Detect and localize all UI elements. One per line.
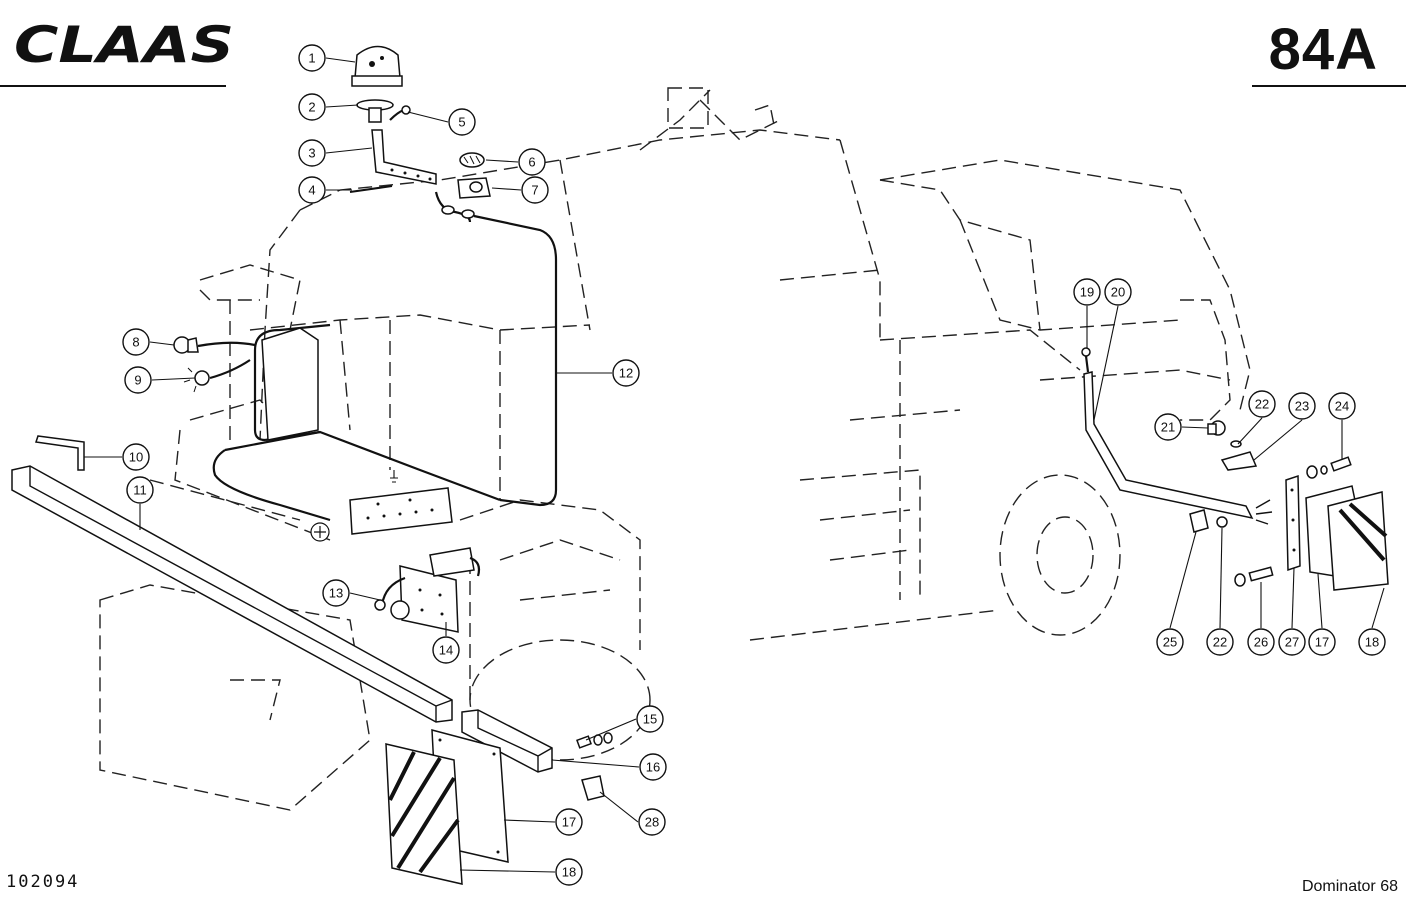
svg-text:22: 22 (1255, 397, 1269, 412)
svg-text:18: 18 (562, 865, 576, 880)
beacon-lamp-assembly (349, 45, 558, 507)
svg-text:28: 28 (645, 815, 659, 830)
svg-text:12: 12 (619, 366, 633, 381)
callout-12: 12 (612, 359, 640, 387)
callout-10: 10 (122, 443, 150, 471)
svg-text:6: 6 (528, 155, 535, 170)
callout-9: 9 (124, 366, 152, 394)
brand-wordmark: CLAAS (14, 18, 234, 70)
callout-26: 26 (1247, 628, 1275, 656)
combine-outline (99, 87, 1251, 811)
callout-28: 28 (638, 808, 666, 836)
callout-14: 14 (432, 636, 460, 664)
svg-text:24: 24 (1335, 399, 1349, 414)
model-name: Dominator 68 (1301, 878, 1398, 895)
svg-text:14: 14 (439, 643, 453, 658)
callout-4: 4 (298, 176, 326, 204)
drawing-number: 102094 (6, 872, 80, 892)
callout-5: 5 (448, 108, 476, 136)
svg-text:16: 16 (646, 760, 660, 775)
rear-lamp-bracket (374, 547, 481, 633)
svg-text:13: 13 (329, 586, 343, 601)
svg-text:2: 2 (308, 100, 315, 115)
svg-text:1: 1 (308, 51, 315, 66)
svg-text:22: 22 (1213, 635, 1227, 650)
callout-18-left: 18 (555, 858, 583, 886)
leader-lines (84, 57, 1385, 873)
page-number: 84A (1268, 17, 1378, 82)
callout-7: 7 (521, 176, 549, 204)
svg-text:25: 25 (1163, 635, 1177, 650)
callout-21: 21 (1154, 413, 1182, 441)
callout-1: 1 (298, 44, 326, 72)
rear-bumper-beam (11, 435, 613, 885)
callout-2: 2 (298, 93, 326, 121)
callout-15: 15 (636, 705, 664, 733)
callout-13: 13 (322, 579, 350, 607)
callout-3: 3 (298, 139, 326, 167)
wiring-harness (173, 323, 501, 542)
callout-17-right: 17 (1308, 628, 1336, 656)
svg-text:17: 17 (1315, 635, 1329, 650)
right-side-marker-assembly (1081, 347, 1389, 591)
svg-text:26: 26 (1254, 635, 1268, 650)
callout-8: 8 (122, 328, 150, 356)
callout-25: 25 (1156, 628, 1184, 656)
svg-text:21: 21 (1161, 420, 1175, 435)
svg-text:7: 7 (531, 183, 538, 198)
callout-17-left: 17 (555, 808, 583, 836)
svg-text:8: 8 (132, 335, 139, 350)
svg-text:27: 27 (1285, 635, 1299, 650)
svg-text:18: 18 (1365, 635, 1379, 650)
callout-11: 11 (126, 476, 154, 504)
svg-text:4: 4 (308, 183, 315, 198)
svg-text:23: 23 (1295, 399, 1309, 414)
callout-19: 19 (1073, 278, 1101, 306)
svg-text:15: 15 (643, 712, 657, 727)
svg-text:10: 10 (129, 450, 143, 465)
callout-16: 16 (639, 753, 667, 781)
svg-text:11: 11 (133, 483, 147, 498)
callout-18-right: 18 (1358, 628, 1386, 656)
svg-text:3: 3 (308, 146, 315, 161)
callout-20: 20 (1104, 278, 1132, 306)
svg-text:20: 20 (1111, 285, 1125, 300)
callout-24: 24 (1328, 392, 1356, 420)
svg-text:17: 17 (562, 815, 576, 830)
callout-6: 6 (518, 148, 546, 176)
svg-text:9: 9 (134, 373, 141, 388)
svg-text:19: 19 (1080, 285, 1094, 300)
callout-22-top: 22 (1248, 390, 1276, 418)
callout-27: 27 (1278, 628, 1306, 656)
callout-23: 23 (1288, 392, 1316, 420)
claas-logo: CLAAS (12, 16, 237, 74)
svg-text:5: 5 (458, 115, 465, 130)
callout-22-bottom: 22 (1206, 628, 1234, 656)
